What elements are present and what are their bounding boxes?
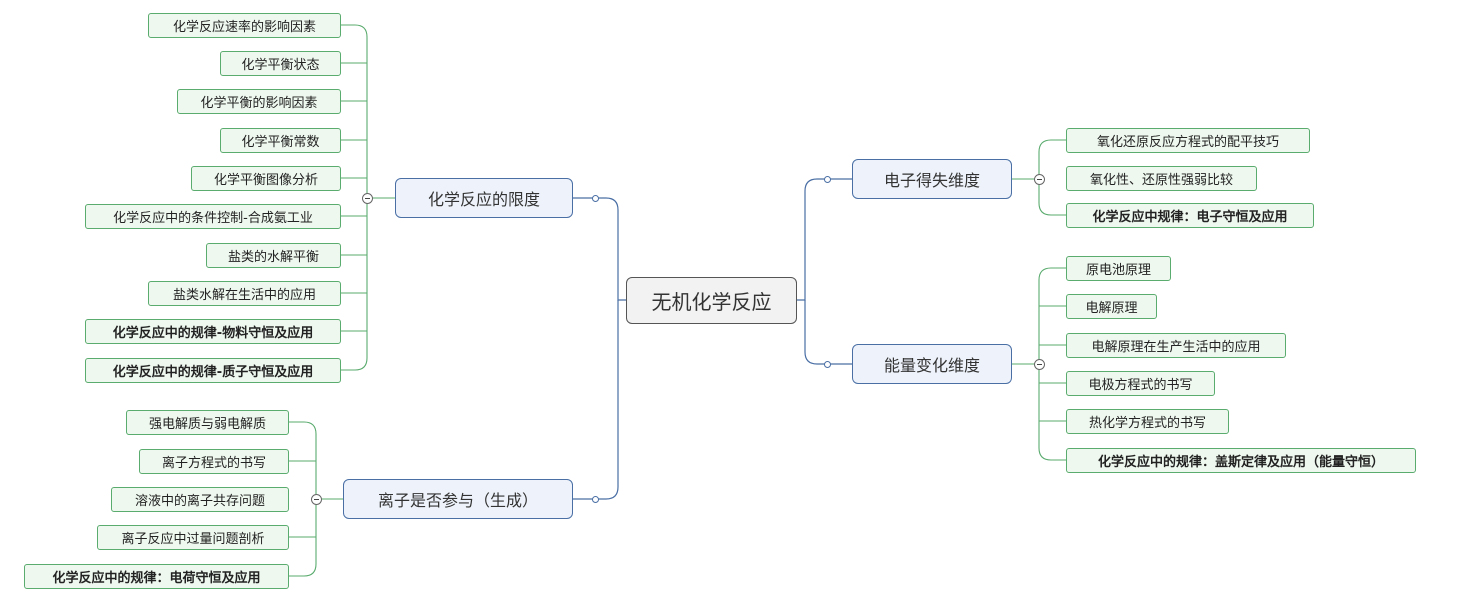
branch-ion-participation[interactable]: 离子是否参与（生成） <box>343 479 573 519</box>
leaf-topic[interactable]: 化学反应速率的影响因素 <box>148 13 341 38</box>
leaf-topic[interactable]: 电极方程式的书写 <box>1066 371 1215 396</box>
leaf-topic[interactable]: 化学反应中规律：电子守恒及应用 <box>1066 203 1314 228</box>
leaf-topic[interactable]: 氧化性、还原性强弱比较 <box>1066 166 1257 191</box>
leaf-topic[interactable]: 化学平衡的影响因素 <box>177 89 341 114</box>
collapse-toggle-electron[interactable] <box>1034 174 1045 185</box>
leaf-topic[interactable]: 溶液中的离子共存问题 <box>111 487 289 512</box>
root-topic-label: 无机化学反应 <box>651 290 772 314</box>
collapse-toggle-limit[interactable] <box>362 193 373 204</box>
leaf-topic[interactable]: 氧化还原反应方程式的配平技巧 <box>1066 128 1310 153</box>
connector-dot <box>592 195 599 202</box>
leaf-topic[interactable]: 化学平衡常数 <box>220 128 341 153</box>
leaf-topic[interactable]: 盐类水解在生活中的应用 <box>148 281 341 306</box>
leaf-topic[interactable]: 离子方程式的书写 <box>139 449 289 474</box>
leaf-topic[interactable]: 盐类的水解平衡 <box>206 243 341 268</box>
connector-dot <box>824 176 831 183</box>
leaf-topic[interactable]: 强电解质与弱电解质 <box>126 410 289 435</box>
leaf-topic[interactable]: 化学反应中的条件控制-合成氨工业 <box>85 204 341 229</box>
branch-energy-change[interactable]: 能量变化维度 <box>852 344 1012 384</box>
branch-label: 化学反应的限度 <box>427 190 540 209</box>
branch-electron-transfer[interactable]: 电子得失维度 <box>852 159 1012 199</box>
connector-dot <box>824 361 831 368</box>
leaf-topic[interactable]: 化学平衡状态 <box>220 51 341 76</box>
leaf-topic[interactable]: 离子反应中过量问题剖析 <box>97 525 289 550</box>
branch-label: 能量变化维度 <box>883 356 980 375</box>
connector-dot <box>592 496 599 503</box>
collapse-toggle-ion[interactable] <box>311 494 322 505</box>
leaf-topic[interactable]: 化学反应中的规律：电荷守恒及应用 <box>24 564 289 589</box>
root-topic[interactable]: 无机化学反应 <box>626 277 797 324</box>
leaf-topic[interactable]: 化学反应中的规律-物料守恒及应用 <box>85 319 341 344</box>
leaf-topic[interactable]: 化学反应中的规律：盖斯定律及应用（能量守恒） <box>1066 448 1416 473</box>
leaf-topic[interactable]: 化学平衡图像分析 <box>191 166 341 191</box>
leaf-topic[interactable]: 电解原理在生产生活中的应用 <box>1066 333 1286 358</box>
branch-label: 离子是否参与（生成） <box>377 491 538 510</box>
branch-reaction-limit[interactable]: 化学反应的限度 <box>395 178 573 218</box>
leaf-topic[interactable]: 电解原理 <box>1066 294 1157 319</box>
branch-label: 电子得失维度 <box>883 171 980 190</box>
collapse-toggle-energy[interactable] <box>1034 359 1045 370</box>
leaf-topic[interactable]: 原电池原理 <box>1066 256 1171 281</box>
leaf-topic[interactable]: 热化学方程式的书写 <box>1066 409 1229 434</box>
leaf-topic[interactable]: 化学反应中的规律-质子守恒及应用 <box>85 358 341 383</box>
